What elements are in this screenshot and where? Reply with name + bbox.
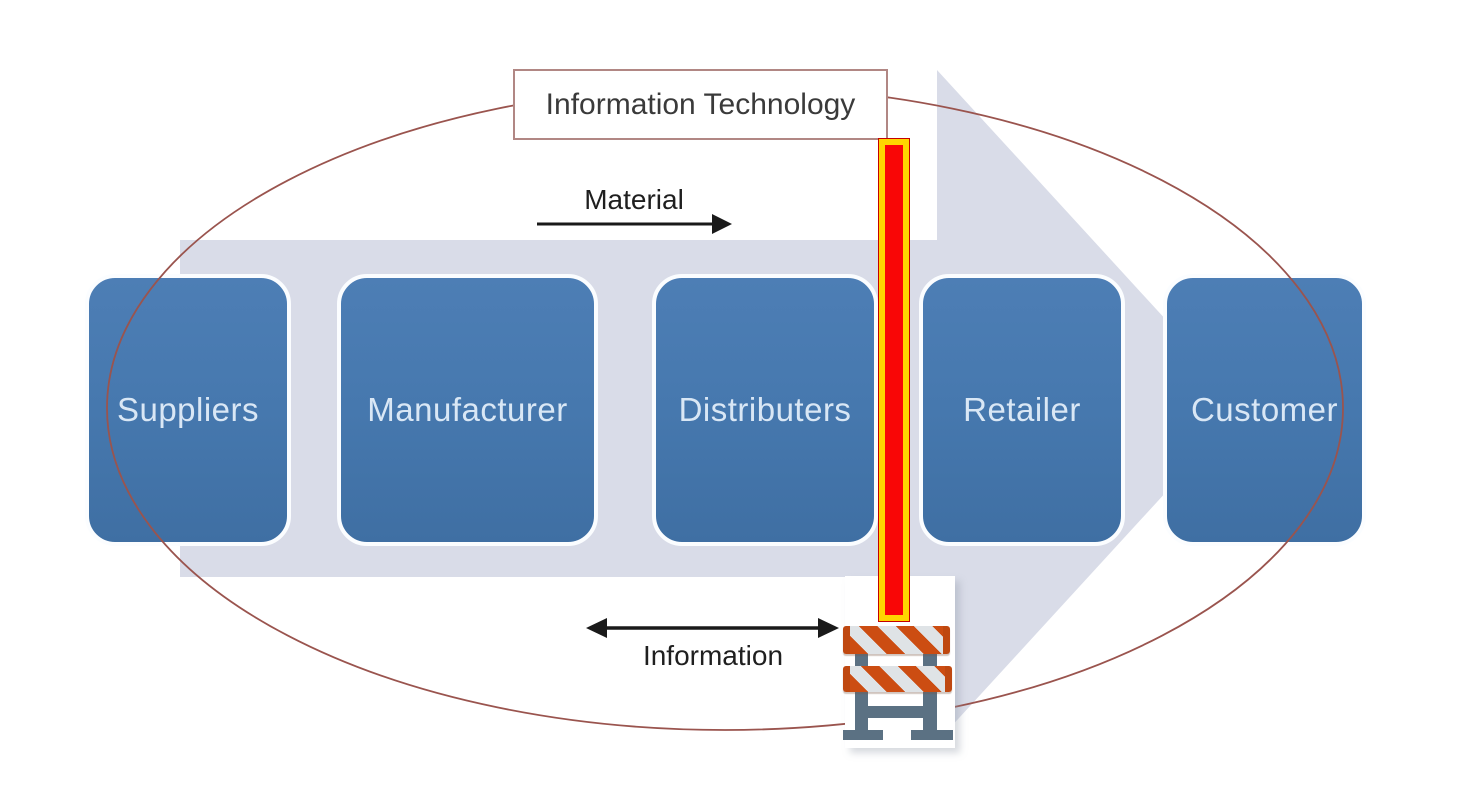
chain-box-suppliers: Suppliers: [85, 274, 291, 546]
information-technology-box: Information Technology: [513, 69, 888, 140]
barrier-crossbar: [859, 706, 933, 718]
material-flow-label: Material: [584, 184, 684, 215]
barrier-foot-left: [843, 730, 883, 740]
diagram-title: Information Technology: [545, 87, 856, 121]
chain-box-label: Manufacturer: [367, 391, 568, 428]
barrier-striped-bar-top: [843, 626, 950, 654]
construction-barrier-icon: [843, 624, 957, 746]
chain-box-label: Retailer: [963, 391, 1081, 428]
chain-box-label: Distributers: [678, 391, 852, 428]
information-flow-label: Information: [642, 640, 784, 671]
chain-box-label: Suppliers: [116, 391, 260, 428]
chain-box-distributers: Distributers: [652, 274, 878, 546]
blocked-information-flow-bar: [878, 138, 910, 622]
chain-box-retailer: Retailer: [919, 274, 1125, 546]
barrier-striped-bar-bottom: [843, 666, 952, 692]
chain-box-customer: Customer: [1163, 274, 1366, 546]
chain-box-manufacturer: Manufacturer: [337, 274, 598, 546]
chain-box-label: Customer: [1190, 391, 1339, 428]
barrier-foot-right: [911, 730, 953, 740]
